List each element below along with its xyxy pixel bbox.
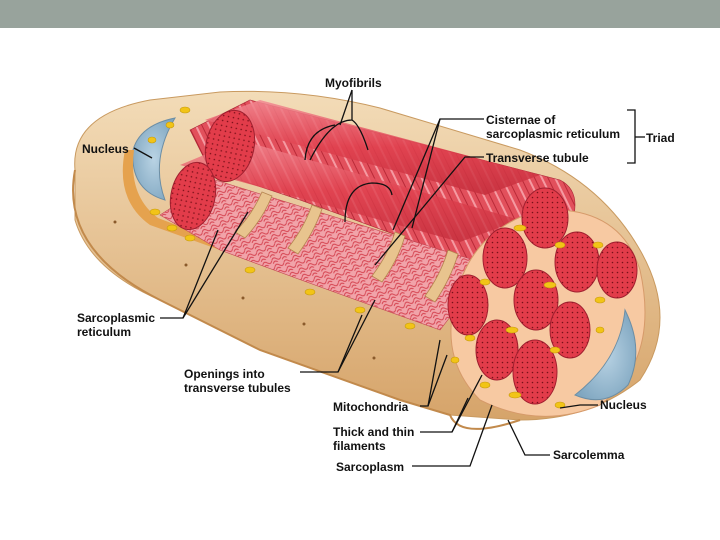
- sarcoplasmic-reticulum-mesh: [159, 179, 491, 331]
- myofibril-rod-2: [180, 140, 520, 242]
- header-bar: [0, 0, 720, 28]
- label-cisternae: Cisternae of sarcoplasmic reticulum: [486, 113, 621, 141]
- label-thick-thin-filaments: Thick and thin filaments: [333, 425, 415, 453]
- surface-openings: [113, 220, 376, 360]
- transverse-tubules: [234, 191, 459, 303]
- label-nucleus-left: Nucleus: [82, 142, 129, 156]
- myofibril-cross-sections-right: [447, 187, 638, 405]
- nucleus-left-shape: [132, 117, 177, 201]
- label-sarcoplasm: Sarcoplasm: [336, 460, 405, 474]
- label-nucleus-right: Nucleus: [600, 398, 647, 412]
- label-mitochondria: Mitochondria: [333, 400, 409, 414]
- myofibril-cross-sections-left: [169, 109, 256, 231]
- mitochondria-right: [450, 224, 606, 409]
- nucleus-right-shape: [574, 308, 637, 401]
- myofibril-rod-1: [205, 100, 540, 195]
- label-myofibrils: Myofibrils: [325, 76, 382, 90]
- label-sarcolemma: Sarcolemma: [553, 448, 625, 462]
- label-openings-transverse-tubules: Openings into transverse tubules: [184, 367, 291, 395]
- sarcolemma-surface: [72, 169, 521, 430]
- leader-lines: [133, 89, 645, 467]
- label-sarcoplasmic-reticulum: Sarcoplasmic reticulum: [77, 311, 156, 339]
- label-transverse-tubule: Transverse tubule: [486, 151, 589, 165]
- label-triad: Triad: [646, 131, 675, 145]
- mitochondria-left: [147, 106, 416, 330]
